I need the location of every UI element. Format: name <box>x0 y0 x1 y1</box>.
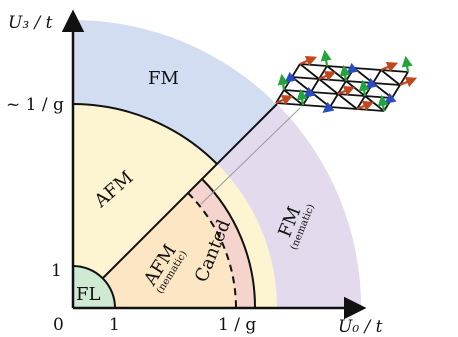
spin-arrow <box>322 101 335 114</box>
lattice-bond <box>353 67 374 84</box>
lattice-bond <box>364 95 385 112</box>
fl-label: FL <box>76 284 100 305</box>
fm-label: FM <box>148 68 179 89</box>
spin-arrow <box>318 70 337 82</box>
y-tick-1-over-g: ~ 1 / g <box>6 95 64 115</box>
canted-fm-boundary-arc <box>201 178 257 309</box>
lattice-bond <box>318 65 328 80</box>
canted-dashed-boundary <box>187 192 237 309</box>
fl-boundary-arc <box>72 265 116 309</box>
lattice-bond <box>283 89 304 106</box>
lattice-bond <box>310 91 331 108</box>
x-tick-1: 1 <box>109 315 120 335</box>
lattice-bond <box>299 63 320 80</box>
afm-nematic-region <box>73 193 236 308</box>
lattice-bond <box>364 95 393 99</box>
lattice-bond <box>399 71 409 86</box>
spin-arrow <box>337 85 356 97</box>
spin-arrow <box>401 55 413 73</box>
lattice-bond <box>318 78 339 95</box>
lattice-bond <box>310 78 320 93</box>
spin-arrow <box>320 49 332 67</box>
lattice-bond <box>391 84 401 99</box>
lattice-bond <box>337 80 347 95</box>
lattice-bond <box>329 106 358 110</box>
lattice-bond <box>372 82 393 99</box>
lattice-bond <box>275 89 285 104</box>
lattice-bond <box>291 76 312 93</box>
origin-label: 0 <box>53 315 64 335</box>
spin-arrow <box>384 92 397 105</box>
lattice-bond <box>291 76 320 80</box>
lattice-bond <box>283 89 312 93</box>
spin-arrow <box>358 79 370 97</box>
spin-arrow <box>299 55 318 67</box>
lattice-bond <box>380 69 409 73</box>
spin-arrow <box>399 76 418 88</box>
lattice-bond <box>356 108 385 112</box>
lattice-bond <box>380 69 401 86</box>
lattice-bond <box>353 67 382 71</box>
spin-arrow <box>277 73 289 91</box>
lattice-bond <box>329 93 339 108</box>
spin-arrow <box>356 100 375 112</box>
lattice-bond <box>326 65 355 69</box>
lattice-bond <box>326 65 347 82</box>
y-tick-1: 1 <box>51 261 62 281</box>
lattice-bond <box>345 80 366 97</box>
fl-region <box>73 266 115 308</box>
lattice-bond <box>275 102 304 106</box>
spin-arrow <box>296 88 308 106</box>
lattice-bond <box>310 91 339 95</box>
afm-fm-boundary-arc <box>72 103 218 165</box>
spin-arrow <box>380 61 399 73</box>
x-axis-label: U₀ / t <box>338 317 383 337</box>
spin-arrow <box>284 71 297 84</box>
spin-lattice-inset <box>275 49 418 114</box>
inset-leader-line <box>200 107 301 205</box>
x-tick-1-over-g: 1 / g <box>218 315 256 335</box>
lattice-bond <box>291 63 301 78</box>
lattice-bond <box>345 80 374 84</box>
lattice-bond <box>337 93 366 97</box>
lattice-bond <box>318 78 347 82</box>
lattice-bond <box>299 63 328 67</box>
lattice-bond <box>337 93 358 110</box>
lattice-bond <box>372 82 401 86</box>
lattice-bond <box>356 95 366 110</box>
lattice-bond <box>302 104 331 108</box>
spin-arrow <box>365 77 378 90</box>
spin-arrow <box>346 62 359 75</box>
y-axis-label: U₃ / t <box>8 13 53 33</box>
spin-arrow <box>377 94 389 112</box>
diagonal-boundary <box>102 103 278 279</box>
lattice-bond <box>372 69 382 84</box>
spin-arrow <box>303 86 316 99</box>
spin-arrow <box>339 64 351 82</box>
spin-arrow <box>275 94 294 106</box>
